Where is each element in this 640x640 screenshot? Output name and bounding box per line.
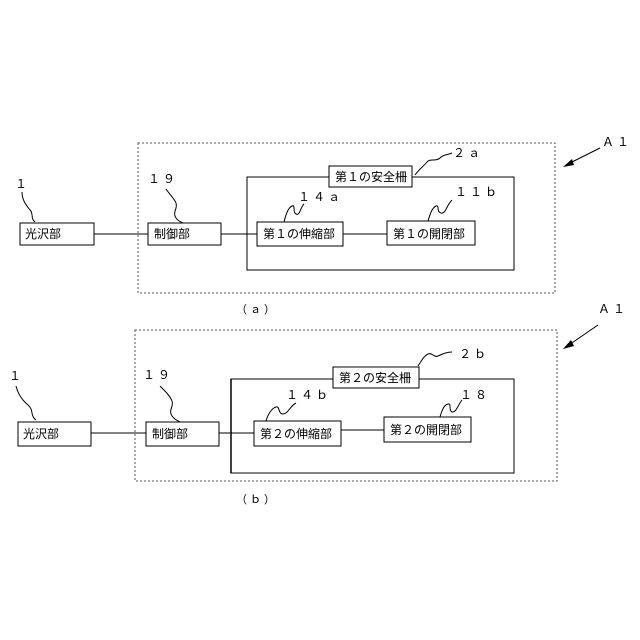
- controller-label-a: 制御部: [154, 226, 190, 241]
- controller-ref-a: １９: [148, 172, 178, 186]
- fence-ref-a: ２ａ: [453, 146, 483, 160]
- fence-ref-b: ２ｂ: [459, 347, 489, 361]
- fence-label-a: 第１の安全柵: [335, 169, 407, 184]
- stretch-label-b: 第２の伸縮部: [260, 426, 332, 441]
- assembly-ref-a: Ａ１: [602, 135, 632, 149]
- source-leader-b: [16, 386, 36, 420]
- assembly-arrowhead-a: [563, 159, 574, 167]
- open-label-a: 第１の開閉部: [393, 226, 465, 241]
- open-leader-b: [440, 400, 462, 417]
- controller-leader-a: [166, 189, 183, 223]
- source-label-b: 光沢部: [23, 426, 59, 441]
- diagram-b: Ａ１ 第２の安全柵 ２ｂ １ 光沢部 １９ 制御部 １４ｂ 第２の伸縮部 １８: [9, 302, 628, 506]
- fence-label-b: 第２の安全柵: [339, 370, 411, 385]
- stretch-leader-b: [266, 403, 296, 421]
- diagram-a: Ａ１ 第１の安全柵 ２ａ １ 光沢部 １９ 制御部 １４ａ 第１の伸縮部 １１ｂ: [15, 135, 632, 316]
- assembly-arrowhead-b: [563, 340, 574, 349]
- open-ref-a: １１ｂ: [455, 185, 500, 199]
- open-leader-a: [428, 200, 452, 221]
- assembly-ref-b: Ａ１: [598, 302, 628, 316]
- fence-leader-a: [415, 153, 452, 175]
- caption-a: （ａ）: [236, 303, 278, 316]
- controller-leader-b: [160, 386, 180, 422]
- stretch-label-a: 第１の伸縮部: [263, 226, 335, 241]
- open-label-b: 第２の開閉部: [390, 422, 462, 437]
- controller-label-b: 制御部: [152, 426, 188, 441]
- source-ref-a: １: [15, 177, 30, 191]
- source-leader-a: [22, 192, 35, 222]
- fence-leader-b: [418, 352, 452, 366]
- controller-ref-b: １９: [143, 368, 173, 382]
- open-ref-b: １８: [460, 388, 490, 402]
- caption-b: （ｂ）: [236, 493, 278, 506]
- source-ref-b: １: [9, 369, 24, 383]
- stretch-ref-a: １４ａ: [298, 190, 343, 204]
- source-label-a: 光沢部: [25, 226, 61, 241]
- assembly-boundary-b: [135, 330, 557, 481]
- stretch-ref-b: １４ｂ: [286, 388, 331, 402]
- stretch-leader-a: [284, 204, 304, 222]
